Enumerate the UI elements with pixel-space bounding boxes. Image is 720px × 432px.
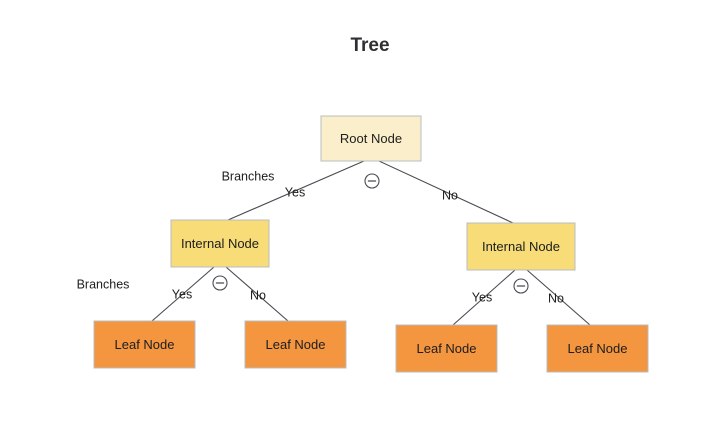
- node-leaf-4-box[interactable]: [546, 324, 649, 373]
- node-internal-right[interactable]: Internal Node: [466, 222, 576, 271]
- edge-label-root-yes: Yes: [285, 185, 305, 199]
- node-internal-right-label: Internal Node: [482, 239, 560, 254]
- node-leaf-2[interactable]: Leaf Node: [244, 320, 347, 369]
- node-leaf-1[interactable]: Leaf Node: [93, 320, 196, 369]
- node-leaf-3-label: Leaf Node: [417, 341, 477, 356]
- node-leaf-4[interactable]: Leaf Node: [546, 324, 649, 373]
- page-title: Tree: [350, 35, 389, 56]
- node-leaf-4-label: Leaf Node: [568, 341, 628, 356]
- edge-root-to-internal-left: [227, 160, 365, 221]
- edge-label-right-no: No: [548, 291, 564, 305]
- collapse-toggle-internal-right[interactable]: [513, 278, 529, 294]
- group-label-group: Branches Branches: [77, 169, 275, 291]
- edge-root-to-internal-right: [378, 160, 514, 224]
- collapse-toggle-internal-left[interactable]: [212, 275, 228, 291]
- edge-internal-left-to-leaf-1: [151, 266, 215, 322]
- node-leaf-1-label: Leaf Node: [115, 337, 175, 352]
- node-leaf-1-box[interactable]: [93, 320, 196, 369]
- edge-label-left-no: No: [250, 288, 266, 302]
- edge-label-left-yes: Yes: [172, 287, 192, 301]
- branches-label-root: Branches: [222, 169, 275, 183]
- node-leaf-3-box[interactable]: [395, 324, 498, 373]
- node-internal-right-box[interactable]: [466, 222, 576, 271]
- node-internal-left[interactable]: Internal Node: [170, 219, 270, 268]
- edge-internal-right-to-leaf-3: [452, 269, 516, 326]
- node-root-box[interactable]: [320, 115, 422, 162]
- node-leaf-3[interactable]: Leaf Node: [395, 324, 498, 373]
- edge-label-right-yes: Yes: [472, 290, 492, 304]
- node-leaf-2-box[interactable]: [244, 320, 347, 369]
- edge-group: [151, 160, 591, 326]
- node-root[interactable]: Root Node: [320, 115, 422, 162]
- node-internal-left-label: Internal Node: [181, 236, 259, 251]
- edge-label-group: Yes No Yes No Yes No: [172, 185, 564, 305]
- collapse-toggle-root[interactable]: [364, 173, 380, 189]
- branches-label-left: Branches: [77, 277, 130, 291]
- edge-label-root-no: No: [442, 188, 458, 202]
- node-leaf-2-label: Leaf Node: [266, 337, 326, 352]
- edge-internal-left-to-leaf-2: [225, 266, 289, 322]
- node-root-label: Root Node: [340, 131, 402, 146]
- node-internal-left-box[interactable]: [170, 219, 270, 268]
- edge-internal-right-to-leaf-4: [526, 269, 591, 326]
